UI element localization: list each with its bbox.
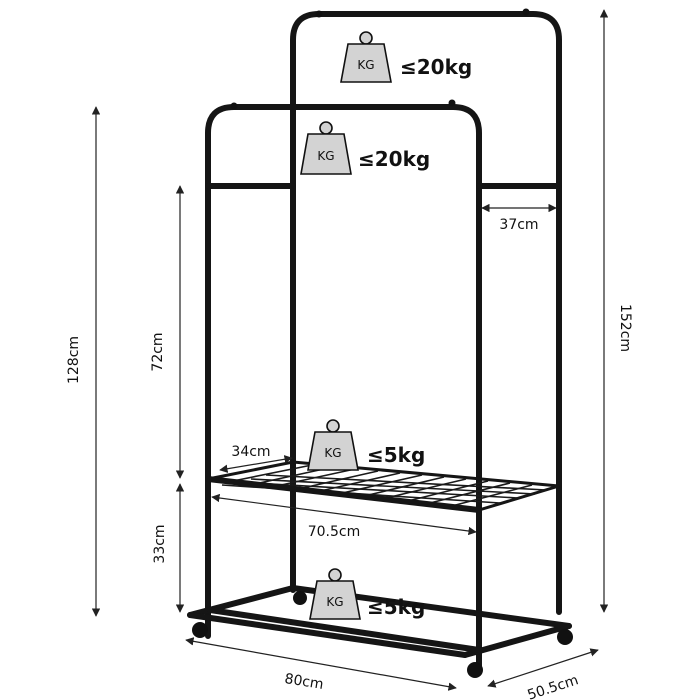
weight-icon-label: KG	[317, 149, 334, 163]
dim-shelf-height: 33cm	[152, 483, 185, 613]
caster-wheels	[192, 591, 573, 678]
total-height-label: 152cm	[617, 304, 633, 352]
front-frame	[205, 104, 482, 669]
dim-shelf-width: 70.5cm	[211, 493, 477, 540]
shelf-depth-label: 34cm	[231, 444, 270, 460]
weight-icon	[326, 419, 340, 433]
load-shelf: KG ≤5kg	[307, 419, 425, 471]
front-knob-left	[230, 102, 238, 110]
dim-front-height: 128cm	[66, 106, 101, 617]
dim-hanging-height: 72cm	[150, 185, 185, 479]
front-height-label: 128cm	[66, 336, 82, 384]
shelf-load-label: ≤5kg	[367, 443, 425, 467]
wheel-back-right	[557, 629, 573, 645]
front-knob-right	[448, 99, 456, 107]
weight-icon	[319, 121, 333, 135]
wheel-back-left	[293, 591, 307, 605]
load-base: KG ≤5kg	[309, 568, 425, 620]
load-top-rail: KG ≤20kg	[340, 31, 472, 83]
weight-icon-label: KG	[324, 446, 341, 460]
dim-base-depth: 50.5cm	[487, 648, 599, 700]
dim-shelf-depth: 34cm	[219, 444, 293, 473]
wheel-front-left	[192, 622, 208, 638]
shelf-height-label: 33cm	[152, 524, 168, 563]
front-rail-load-label: ≤20kg	[358, 147, 430, 171]
mesh-shelf	[205, 460, 560, 513]
dim-base-width: 80cm	[185, 637, 457, 693]
rack-frame	[187, 8, 573, 678]
weight-icon-label: KG	[357, 58, 374, 72]
hanging-height-label: 72cm	[150, 332, 166, 371]
weight-icon-label: KG	[326, 595, 343, 609]
top-knob-right	[522, 8, 530, 16]
base-load-label: ≤5kg	[367, 595, 425, 619]
load-front-rail: KG ≤20kg	[300, 121, 430, 175]
back-frame	[290, 11, 562, 615]
dim-total-height: 152cm	[599, 9, 633, 613]
base-width-label: 80cm	[283, 671, 324, 693]
top-knob-left	[315, 10, 323, 18]
wheel-front-right	[467, 662, 483, 678]
weight-icon	[359, 31, 373, 45]
dim-rail-spacing: 37cm	[481, 203, 557, 233]
base-depth-label: 50.5cm	[526, 672, 581, 700]
top-rail-load-label: ≤20kg	[400, 55, 472, 79]
rail-spacing-label: 37cm	[499, 217, 538, 233]
shelf-width-label: 70.5cm	[308, 524, 361, 540]
weight-icon	[328, 568, 342, 582]
